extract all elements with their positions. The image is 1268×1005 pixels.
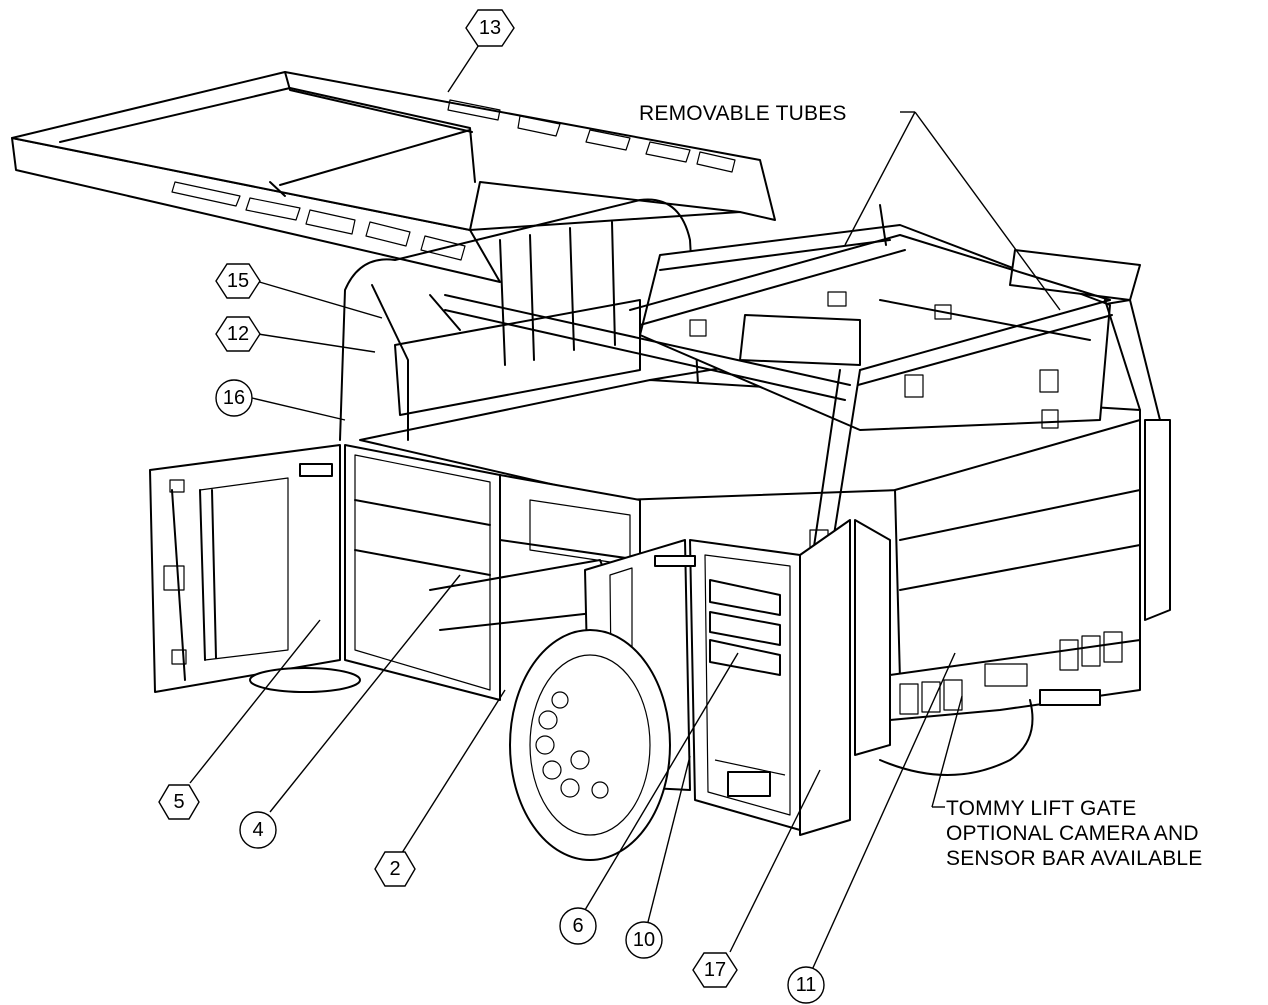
callout-13: 13 (465, 9, 515, 47)
callout-11: 11 (787, 966, 825, 1004)
callout-12: 12 (215, 316, 261, 352)
callout-11-label: 11 (796, 974, 817, 996)
lift-gate-note-line3: SENSOR BAR AVAILABLE (946, 847, 1203, 870)
removable-tubes-note: REMOVABLE TUBES (639, 102, 847, 125)
left-open-door (149, 444, 341, 693)
callout-6: 6 (559, 907, 597, 945)
callout-12-label: 12 (227, 323, 249, 345)
side-panel (799, 519, 891, 836)
leader-lines (189, 27, 1061, 971)
lift-gate-note-line1: TOMMY LIFT GATE (946, 797, 1136, 820)
callout-4: 4 (239, 811, 277, 849)
callout-2-label: 2 (389, 858, 400, 880)
callout-6-label: 6 (572, 915, 583, 937)
callout-16: 16 (215, 379, 253, 417)
callout-5: 5 (158, 784, 200, 820)
callout-2: 2 (374, 851, 416, 887)
callout-15: 15 (215, 263, 261, 299)
callout-10-label: 10 (633, 929, 655, 951)
service-body (339, 198, 1161, 716)
callout-4-label: 4 (252, 819, 263, 841)
callout-17-label: 17 (704, 959, 726, 981)
callout-13-label: 13 (479, 17, 501, 39)
center-compartment (689, 539, 801, 831)
callout-15-label: 15 (227, 270, 249, 292)
lift-gate (889, 419, 1171, 721)
step (727, 771, 771, 797)
callout-16-label: 16 (223, 387, 245, 409)
lift-gate-note-line2: OPTIONAL CAMERA AND (946, 822, 1199, 845)
callout-17: 17 (692, 952, 738, 988)
callout-10: 10 (625, 921, 663, 959)
ladder-rack-arm (11, 71, 776, 283)
callout-5-label: 5 (173, 791, 184, 813)
